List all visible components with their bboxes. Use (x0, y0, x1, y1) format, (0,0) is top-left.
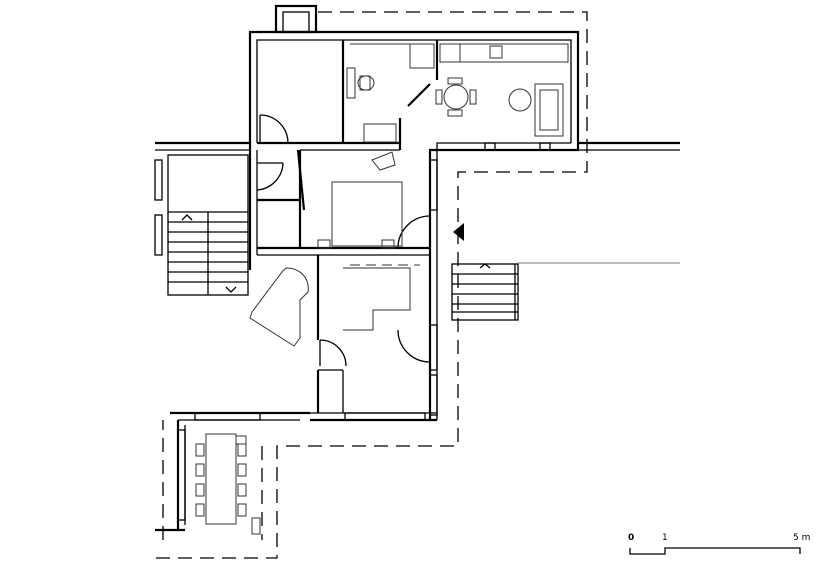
bedroom (317, 151, 403, 249)
kitchen (435, 43, 569, 137)
entry-staircase (451, 262, 680, 321)
scale-label-zero: 0 (628, 533, 634, 543)
left-staircase (167, 154, 249, 296)
roof-outline (155, 11, 588, 559)
armchair (534, 83, 564, 137)
scale-label-five: 5 m (793, 533, 810, 543)
bed (331, 181, 403, 247)
scale-label-one: 1 (662, 533, 668, 543)
grand-piano (249, 267, 309, 347)
entrance-arrow-icon (453, 223, 464, 241)
doors (256, 83, 431, 367)
exterior-walls (155, 4, 680, 532)
scale-bar: 0 1 5 m (628, 533, 810, 555)
round-stool (508, 88, 532, 112)
dining-table (443, 84, 469, 110)
windows (154, 142, 551, 521)
bathroom (346, 43, 435, 143)
living-room (249, 264, 420, 347)
interior-walls (248, 40, 439, 413)
terrace-dining-table (195, 433, 261, 535)
